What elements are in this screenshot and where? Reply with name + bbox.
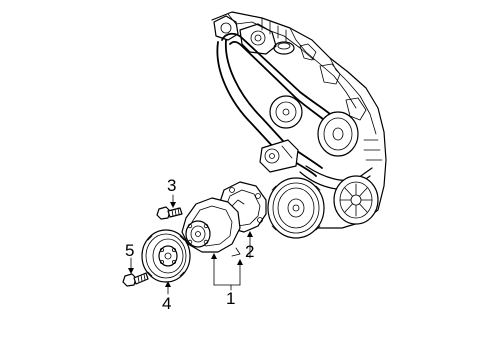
callout-leaders [128,194,253,295]
callout-2: 2 [245,242,254,261]
callout-4: 4 [162,294,171,313]
belt-tensioner [259,139,299,173]
ribbed-pulley [267,177,325,239]
idler-pulley-upper [269,95,303,129]
callout-1: 1 [226,289,235,308]
bolt-part-5 [122,272,149,287]
bolt-part-3 [156,206,183,220]
callout-5: 5 [125,241,134,260]
alternator-pulley [333,175,379,225]
crankshaft-pulley [317,111,359,157]
callout-3: 3 [167,176,176,195]
water-pump [181,197,245,257]
water-pump-pulley [141,229,191,283]
